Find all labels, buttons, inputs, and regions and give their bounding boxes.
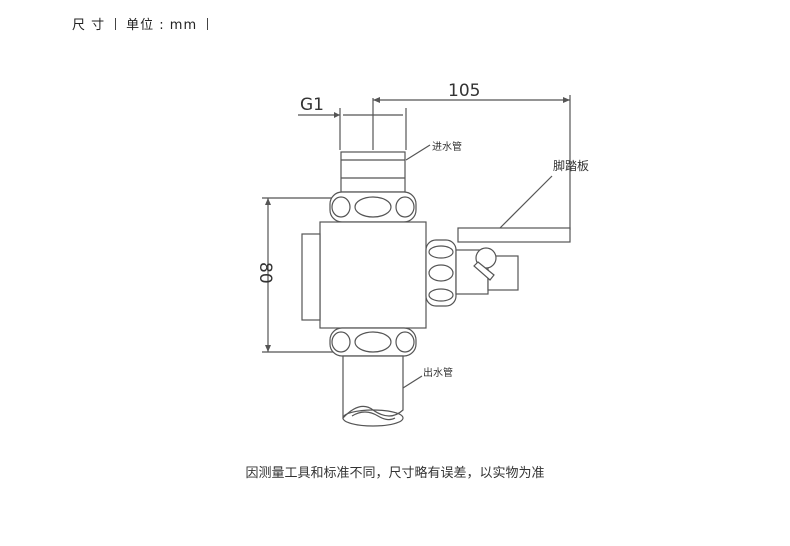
header-title: 尺 寸 xyxy=(72,18,106,33)
outlet-pipe-label: 出水管 xyxy=(423,366,453,379)
header-unit: 单位 : mm xyxy=(126,18,198,33)
header-divider-right xyxy=(207,17,209,30)
pedal-leader-line xyxy=(499,175,553,229)
header-divider-left xyxy=(115,17,117,30)
width-dimension-label: 105 xyxy=(448,81,480,101)
thread-dimension-label: G1 xyxy=(300,95,324,115)
foot-pedal xyxy=(457,227,571,243)
inlet-pipe xyxy=(340,151,406,193)
dimension-header: 尺 寸 单位 : mm xyxy=(72,14,212,33)
outlet-pipe xyxy=(342,355,404,420)
inlet-pipe-label: 进水管 xyxy=(432,140,462,153)
side-cap xyxy=(301,233,321,321)
height-dimension-label: 80 xyxy=(255,262,275,284)
outlet-leader-line xyxy=(402,375,423,389)
side-connector-nut xyxy=(425,239,457,307)
measurement-disclaimer: 因测量工具和标准不同，尺寸略有误差，以实物为准 xyxy=(245,466,545,481)
valve-body xyxy=(319,221,427,329)
inlet-leader-line xyxy=(405,144,431,161)
foot-pedal-label: 脚踏板 xyxy=(553,158,589,173)
